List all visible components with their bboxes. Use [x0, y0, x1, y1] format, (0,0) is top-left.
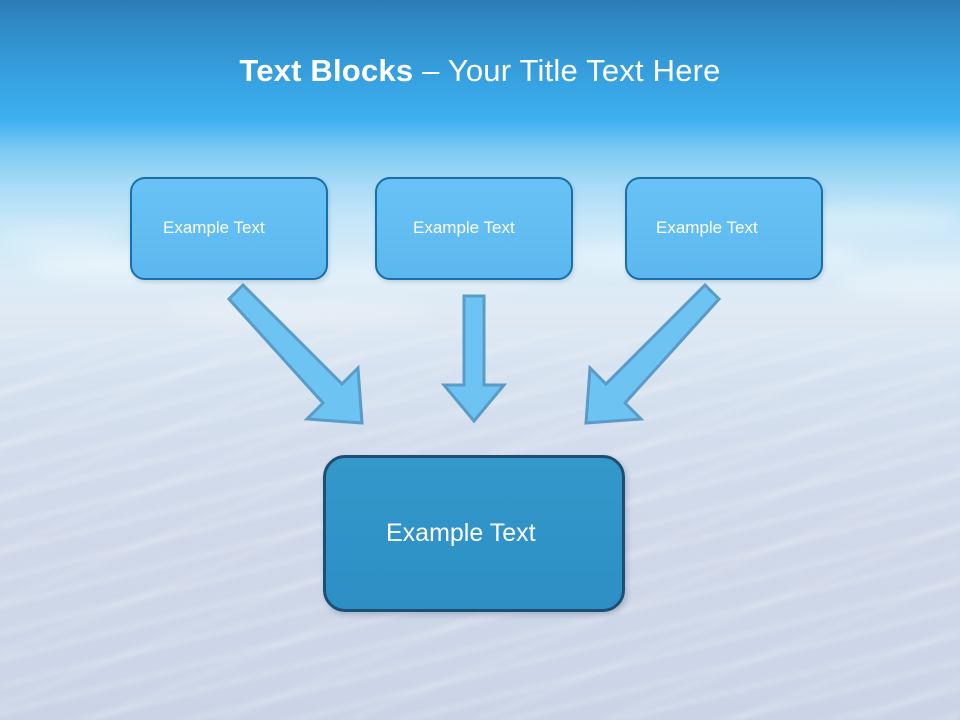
text-block-result-label: Example Text	[386, 519, 536, 547]
text-block-2-label: Example Text	[413, 218, 515, 237]
text-block-3-label: Example Text	[656, 218, 758, 237]
page-title-strong: Text Blocks	[239, 53, 414, 88]
sky-background	[0, 0, 960, 340]
text-block-1[interactable]: Example Text	[130, 177, 328, 280]
text-block-3[interactable]: Example Text	[625, 177, 823, 280]
text-block-2[interactable]: Example Text	[375, 177, 573, 280]
page-title-separator: –	[413, 53, 448, 88]
text-block-1-label: Example Text	[163, 218, 265, 237]
page-title: Text Blocks – Your Title Text Here	[0, 52, 960, 90]
water-background	[0, 330, 960, 720]
text-block-result[interactable]: Example Text	[323, 455, 625, 612]
page-title-light: Your Title Text Here	[447, 53, 721, 88]
